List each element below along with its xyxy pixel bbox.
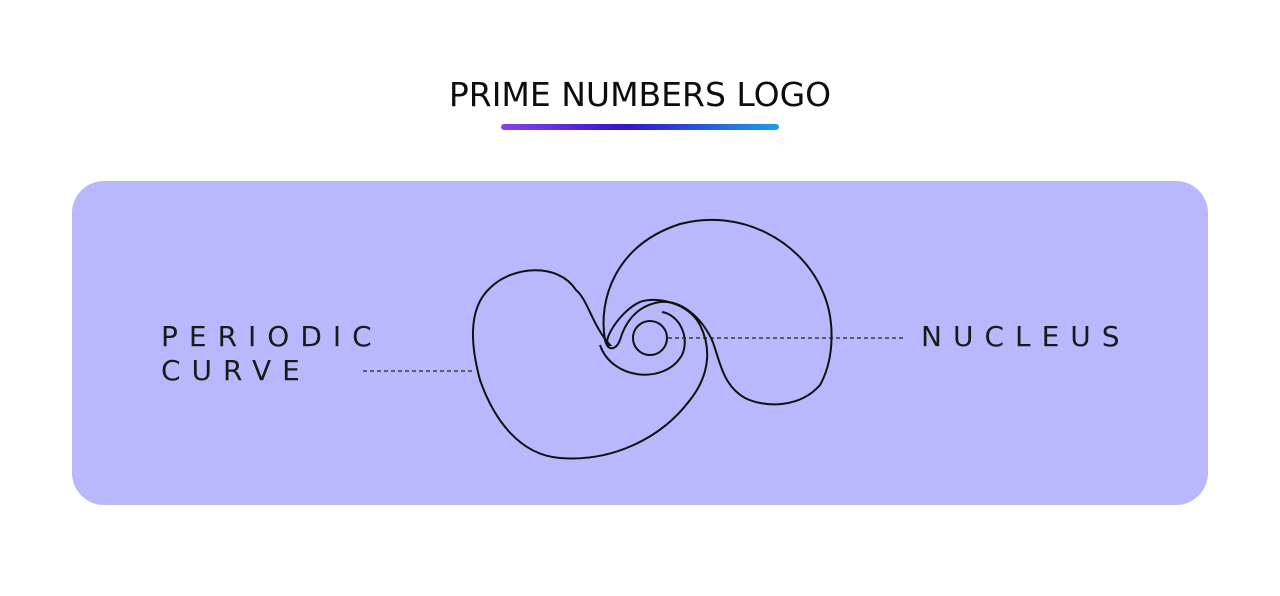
periodic-curve-lower-lobe — [471, 269, 709, 460]
nucleus-label: NUCLEUS — [921, 320, 1131, 353]
periodic-curve-label-line1: PERIODIC — [161, 320, 383, 353]
periodic-curve-upper-lobe — [602, 218, 833, 406]
inner-curl — [599, 311, 686, 376]
periodic-curve-label-line2: CURVE — [161, 354, 311, 387]
logo-panel — [72, 181, 1208, 505]
nucleus-circle — [632, 320, 668, 356]
page-title: PRIME NUMBERS LOGO — [448, 75, 832, 114]
title-underline — [501, 124, 779, 130]
periodic-curve-label: PERIODIC CURVE — [161, 320, 383, 388]
